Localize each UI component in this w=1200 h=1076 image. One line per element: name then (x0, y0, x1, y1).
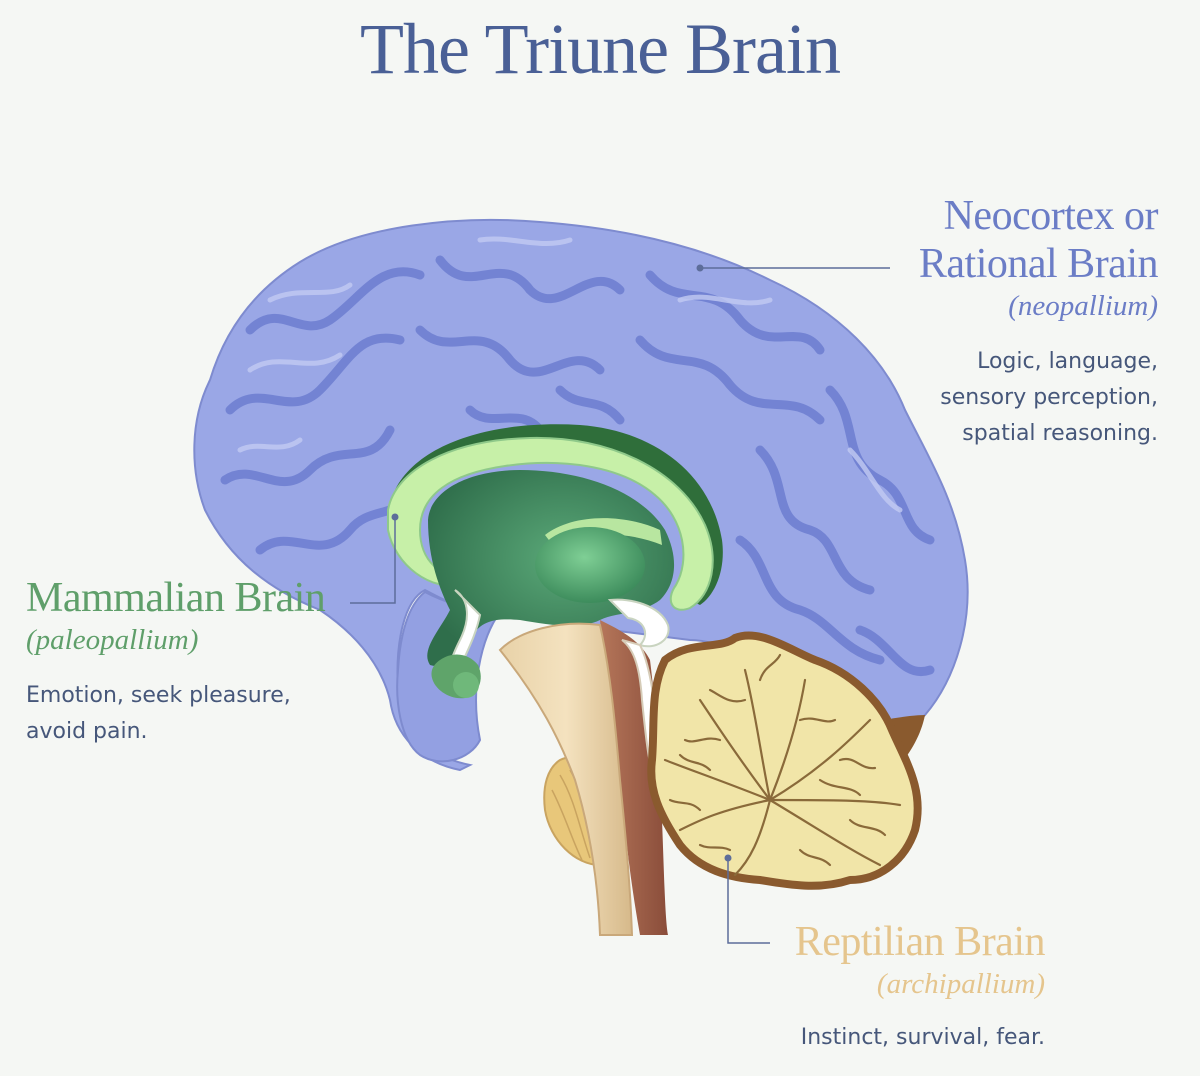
neocortex-name-line1: Neocortex or (943, 193, 1159, 239)
neocortex-leader-line (696, 264, 890, 272)
neocortex-desc-line3: spatial reasoning. (962, 421, 1158, 446)
neocortex-desc-line1: Logic, language, (977, 349, 1158, 374)
mammalian-desc-line2: avoid pain. (26, 719, 148, 744)
mammalian-leader-line (350, 513, 399, 604)
mammalian-subtitle: (paleopallium) (26, 624, 199, 656)
reptilian-region (498, 620, 922, 936)
reptilian-subtitle: (archipallium) (876, 968, 1045, 1000)
mammalian-desc-line1: Emotion, seek pleasure, (26, 683, 291, 708)
reptilian-leader-line (724, 854, 770, 944)
reptilian-description: Instinct, survival, fear. (625, 1020, 1045, 1056)
reptilian-name: Reptilian Brain (794, 919, 1046, 965)
neocortex-label: Neocortex or Rational Brain (neopallium)… (738, 192, 1159, 452)
reptilian-label: Reptilian Brain (archipallium) Instinct,… (625, 918, 1046, 1056)
mammalian-label: Mammalian Brain (paleopallium) Emotion, … (26, 574, 386, 750)
page-title: The Triune Brain (360, 9, 841, 89)
neocortex-desc-line2: sensory perception, (940, 385, 1158, 410)
mammalian-region (387, 424, 723, 699)
mammalian-description: Emotion, seek pleasure, avoid pain. (26, 678, 386, 750)
neocortex-subtitle: (neopallium) (1008, 290, 1158, 322)
mammalian-name: Mammalian Brain (26, 575, 326, 621)
neocortex-name-line2: Rational Brain (918, 241, 1159, 287)
neocortex-description: Logic, language, sensory perception, spa… (738, 344, 1158, 452)
reptilian-desc-line1: Instinct, survival, fear. (800, 1025, 1045, 1050)
